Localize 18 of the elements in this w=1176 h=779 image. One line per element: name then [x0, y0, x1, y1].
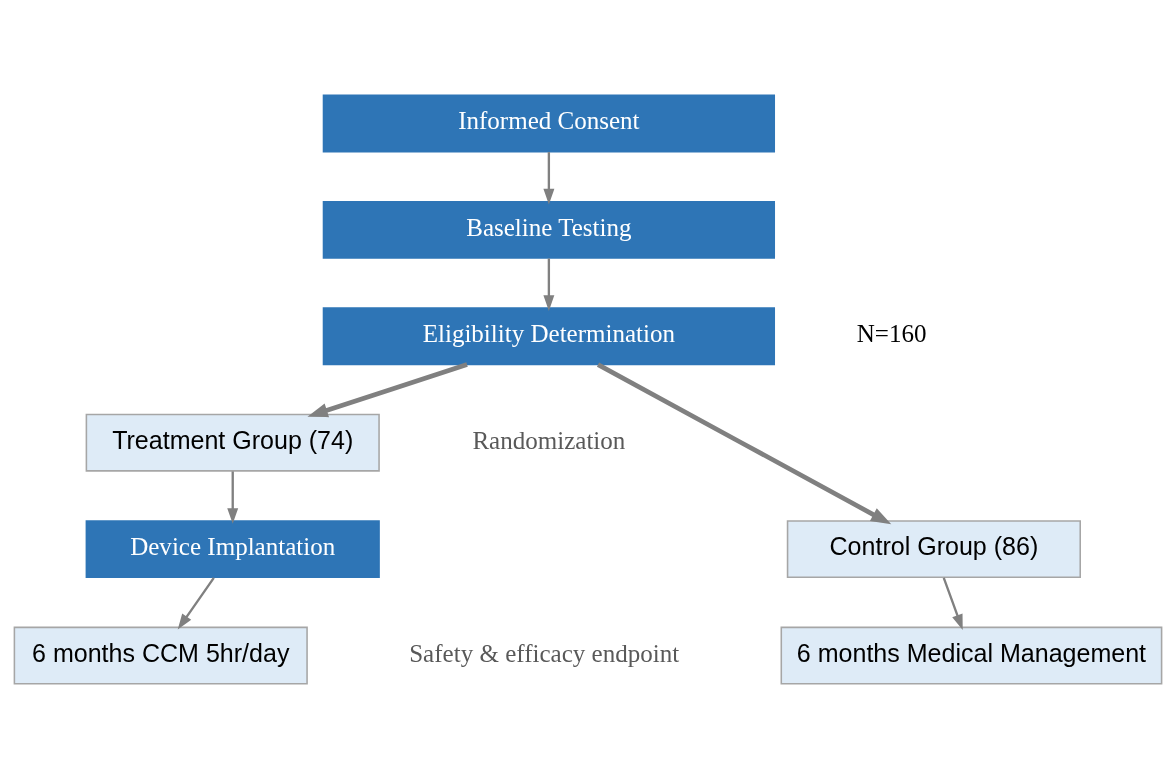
node-box: Device Implantation [85, 520, 380, 579]
arrow [596, 362, 892, 525]
arrow [543, 152, 555, 205]
node-box: Informed Consent [322, 94, 776, 153]
arrow [543, 258, 555, 311]
arrow [227, 471, 239, 524]
node-box: Baseline Testing [322, 200, 776, 259]
node-box: Treatment Group (74) [85, 413, 380, 472]
arrow [942, 577, 963, 631]
node-label: N=160 [856, 320, 927, 348]
arrow [307, 362, 468, 418]
arrow [177, 577, 215, 630]
node-box: 6 months Medical Management [780, 626, 1163, 685]
node-box: Eligibility Determination [322, 307, 776, 366]
node-box: Control Group (86) [786, 520, 1081, 579]
label: Randomization [472, 426, 626, 454]
label: Safety & efficacy endpoint [409, 639, 680, 667]
node-box: 6 months CCM 5hr/day [13, 626, 308, 685]
